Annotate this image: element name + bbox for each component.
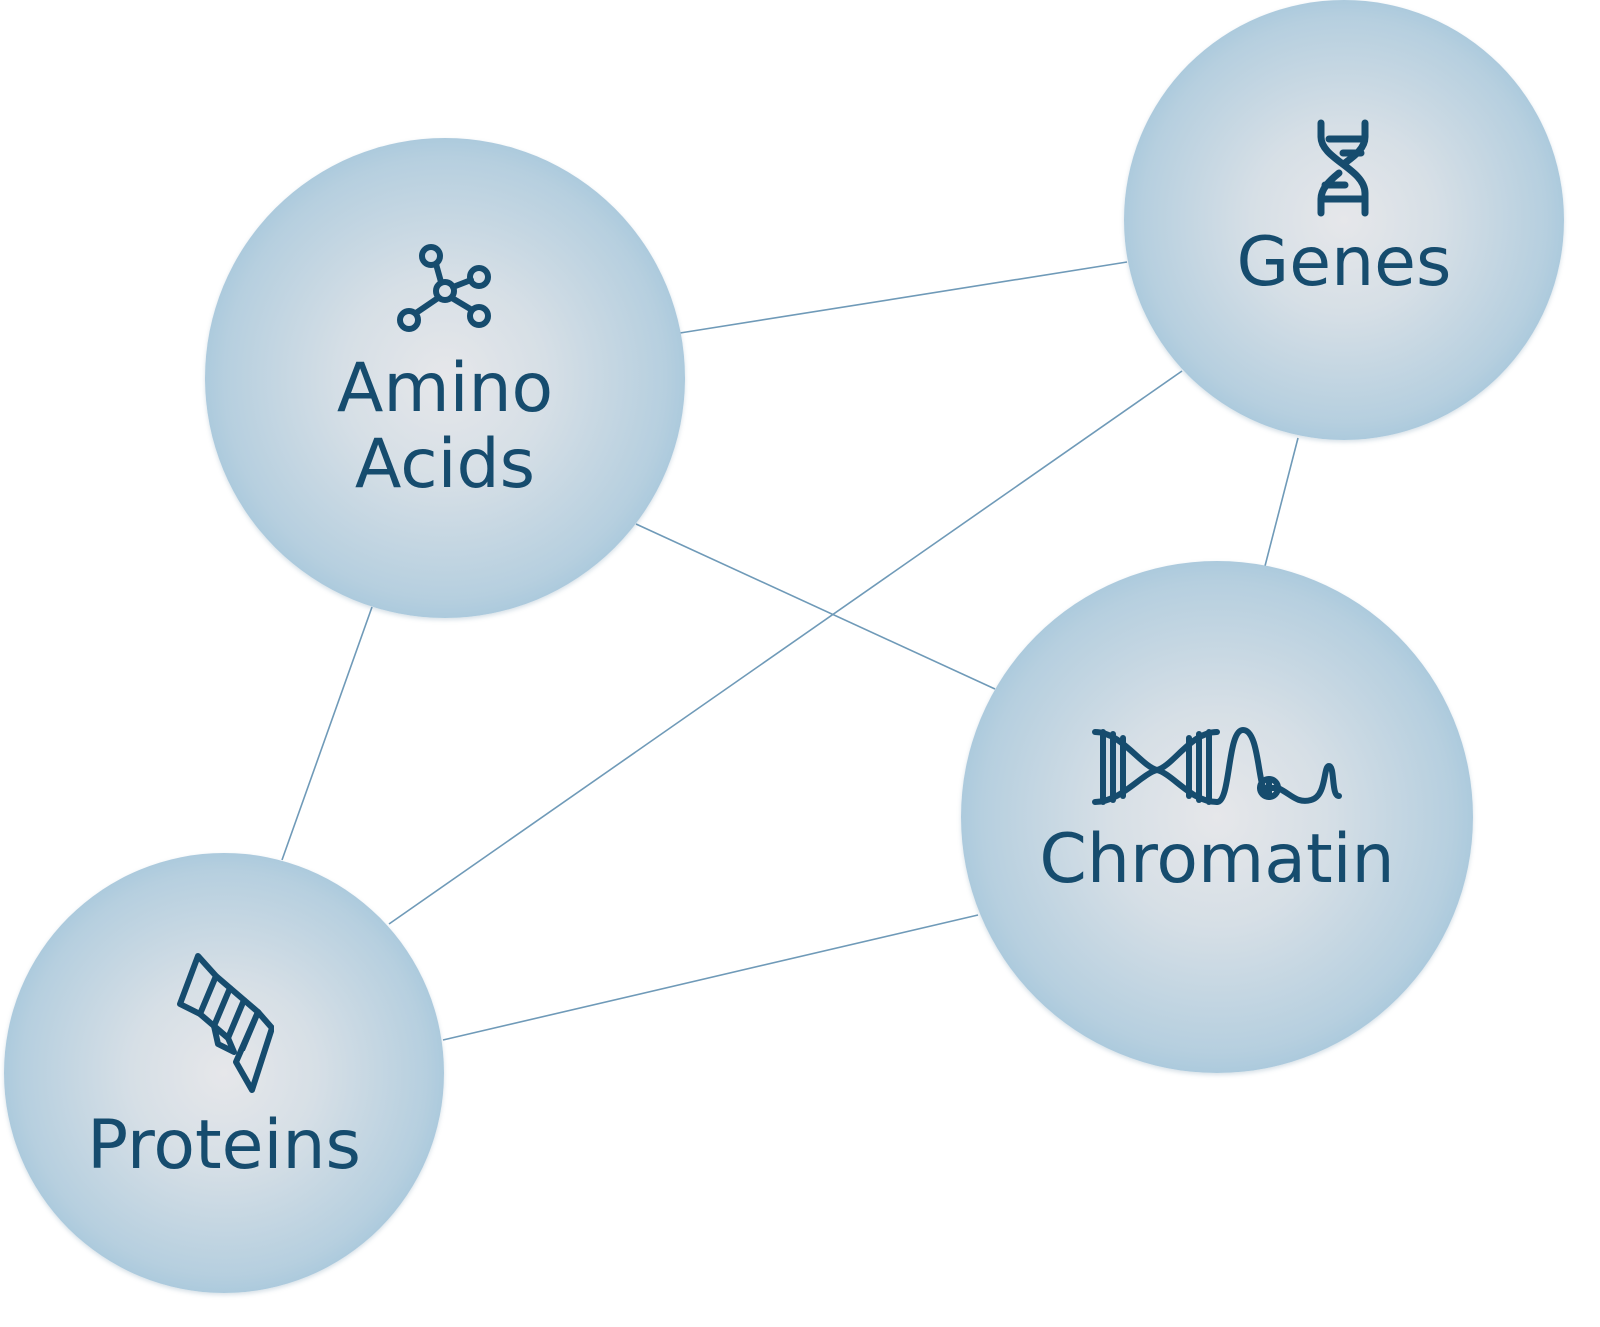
edge-genes-proteins	[388, 370, 1183, 925]
node-label: Chromatin	[1039, 820, 1395, 899]
edge-chromatin-proteins	[442, 914, 979, 1041]
label-line-2: Acids	[354, 425, 536, 504]
molecule-icon	[395, 243, 495, 335]
edge-amino-genes	[679, 261, 1128, 334]
node-genes[interactable]: Genes	[1124, 0, 1564, 440]
edge-amino-proteins	[281, 606, 373, 861]
edge-genes-chromatin	[1264, 437, 1299, 567]
node-chromatin[interactable]: Chromatin	[961, 561, 1473, 1073]
protein-ribbon-icon	[174, 952, 274, 1096]
node-amino-acids[interactable]: Amino Acids	[205, 138, 685, 618]
label-line-1: Amino	[336, 349, 554, 428]
dna-helix-icon	[1309, 119, 1379, 217]
edge-amino-chromatin	[635, 523, 996, 690]
chromatin-icon	[1091, 726, 1343, 808]
node-label: Amino Acids	[337, 351, 553, 503]
node-proteins[interactable]: Proteins	[4, 853, 444, 1293]
node-label: Proteins	[87, 1106, 361, 1185]
node-label: Genes	[1236, 223, 1452, 302]
